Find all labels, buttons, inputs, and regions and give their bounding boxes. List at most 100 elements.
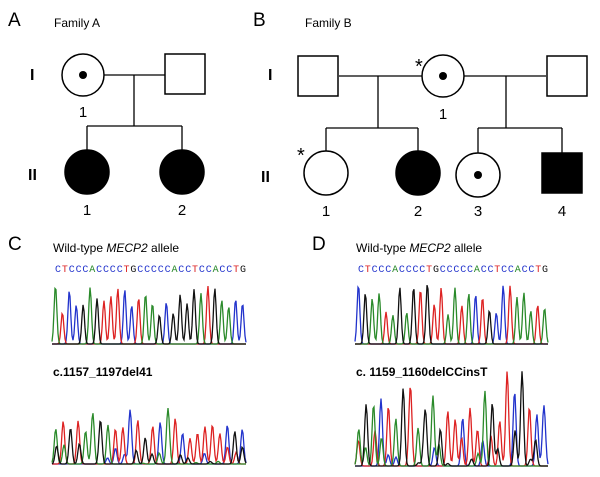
sequence-base: C [358, 265, 364, 276]
panel-b-family-title: Family B [305, 16, 352, 30]
panel-b-male-i-right [546, 55, 588, 97]
panel-a-carrier-dot-i1 [79, 71, 87, 79]
sequence-base: A [213, 265, 219, 276]
panel-b-label-ii4: 4 [558, 203, 566, 220]
sequence-base: G [240, 265, 246, 276]
sequence-base: C [522, 265, 528, 276]
sequence-base: C [178, 265, 184, 276]
panel-b-label-ii1: 1 [322, 203, 330, 220]
panel-a-affected-female-ii1 [64, 149, 110, 195]
panel-d-mutation-label: c. 1159_1160delCCinsT [356, 365, 488, 379]
panel-b-affected-male-ii4 [541, 152, 583, 194]
panel-a-generation-i: I [30, 67, 34, 84]
sequence-base: T [192, 265, 198, 276]
panel-a-family-title: Family A [54, 16, 100, 30]
sequence-base: C [96, 265, 102, 276]
sequence-base: C [199, 265, 205, 276]
sequence-base: C [165, 265, 171, 276]
sequence-base: C [226, 265, 232, 276]
sequence-base: T [365, 265, 371, 276]
sequence-base: G [130, 265, 136, 276]
sequence-base: C [103, 265, 109, 276]
sequence-base: C [372, 265, 378, 276]
panel-b-male-i-left [297, 55, 339, 97]
panel-b-label-ii3: 3 [474, 203, 482, 220]
sequence-base: T [426, 265, 432, 276]
panel-d-mutant-trace [354, 371, 549, 467]
sequence-base: C [185, 265, 191, 276]
sequence-base: T [62, 265, 68, 276]
sequence-base: A [515, 265, 521, 276]
sequence-base: C [219, 265, 225, 276]
sequence-base: T [233, 265, 239, 276]
sequence-base: C [144, 265, 150, 276]
sequence-base: C [76, 265, 82, 276]
panel-a-pedigree: A Family A I II 1 1 2 [8, 10, 206, 219]
sequence-base: C [206, 265, 212, 276]
sequence-base: C [487, 265, 493, 276]
sequence-base: C [137, 265, 143, 276]
sequence-base: G [542, 265, 548, 276]
panel-d-wildtype-caption: Wild-type MECP2 allele [356, 241, 482, 255]
trace-line [52, 288, 246, 345]
sequence-base: C [385, 265, 391, 276]
sequence-base: C [460, 265, 466, 276]
panel-c-mutant-trace [51, 408, 247, 465]
panel-a-male-i2 [164, 53, 206, 95]
sequence-base: C [406, 265, 412, 276]
trace-line [51, 420, 247, 465]
sequence-base: C [69, 265, 75, 276]
panel-a-label-i1: 1 [79, 104, 87, 121]
sequence-base: C [378, 265, 384, 276]
sequence-base: C [508, 265, 514, 276]
sequence-base: C [419, 265, 425, 276]
sequence-base: C [528, 265, 534, 276]
panel-a-label-ii2: 2 [178, 202, 186, 219]
sequence-base: A [474, 265, 480, 276]
panel-c-caption-gene: MECP2 [106, 241, 148, 255]
panel-b-generation-ii: II [261, 169, 270, 186]
panel-c-caption-suffix: allele [148, 241, 180, 255]
trace-line [355, 285, 548, 345]
sequence-base: C [399, 265, 405, 276]
panel-c-wildtype-trace [51, 286, 247, 345]
panel-b-letter: B [253, 10, 266, 31]
sequence-base: C [501, 265, 507, 276]
panel-b-carrier-dot-i1 [439, 72, 447, 80]
sequence-base: C [117, 265, 123, 276]
sequence-base: C [440, 265, 446, 276]
panel-a-label-ii1: 1 [83, 202, 91, 219]
panel-b-carrier-dot-ii3 [474, 171, 482, 179]
panel-c-mutation-label: c.1157_1197del41 [53, 365, 153, 379]
sequence-base: C [481, 265, 487, 276]
panel-b-label-ii2: 2 [414, 203, 422, 220]
panel-a-affected-female-ii2 [159, 149, 205, 195]
panel-b-asterisk-i1: * [415, 56, 423, 78]
panel-b-generation-i: I [268, 67, 272, 84]
sequence-base: A [89, 265, 95, 276]
sequence-base: G [433, 265, 439, 276]
panel-a-generation-ii: II [28, 167, 37, 184]
panel-c-wildtype-caption: Wild-type MECP2 allele [53, 241, 179, 255]
panel-d-letter: D [312, 234, 326, 255]
sequence-base: T [123, 265, 129, 276]
sequence-base: C [447, 265, 453, 276]
panel-b-female-ii1 [303, 150, 349, 196]
trace-line [51, 286, 246, 345]
panel-b-pedigree: B Family B I II * 1 * 1 2 3 4 [253, 10, 588, 220]
panel-a-letter: A [8, 10, 21, 31]
sequence-base: C [55, 265, 61, 276]
panel-d-caption-suffix: allele [451, 241, 483, 255]
panel-c-caption-prefix: Wild-type [53, 241, 106, 255]
sequence-base: A [392, 265, 398, 276]
panel-d-caption-gene: MECP2 [409, 241, 451, 255]
trace-line [355, 371, 548, 467]
sequence-base: A [171, 265, 177, 276]
panel-b-label-i1: 1 [439, 106, 447, 123]
sequence-base: T [494, 265, 500, 276]
sequence-base: C [453, 265, 459, 276]
